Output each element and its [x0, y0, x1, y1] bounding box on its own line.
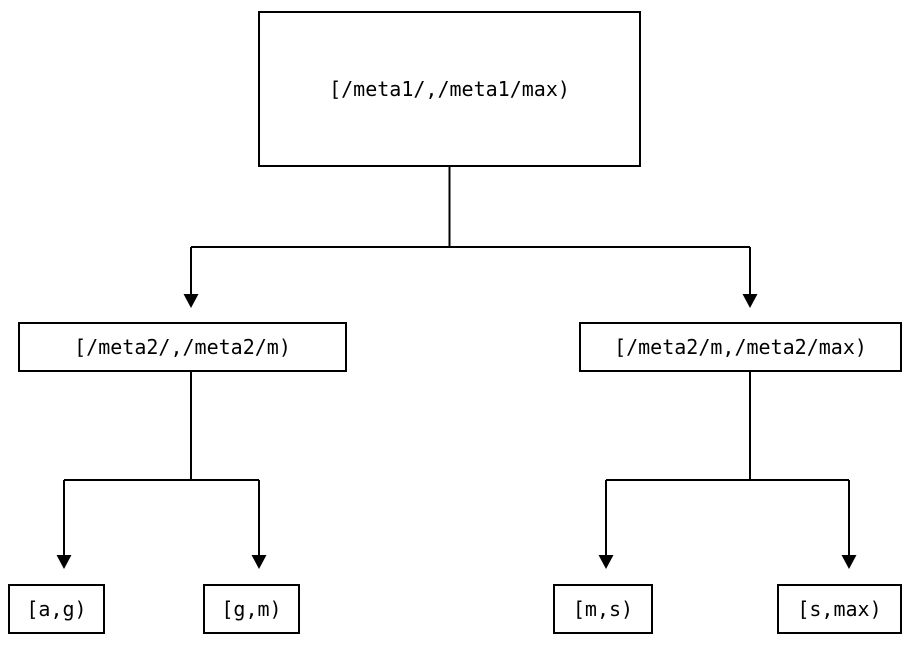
tree-node-mid-right: [/meta2/m,/meta2/max) — [579, 322, 902, 372]
tree-node-leaf-ag-label: [a,g) — [26, 597, 87, 621]
edge-root-to-mid-right — [742, 247, 758, 308]
tree-node-leaf-ms-label: [m,s) — [572, 597, 634, 621]
tree-node-leaf-gm-label: [g,m) — [221, 597, 282, 621]
tree-node-mid-left: [/meta2/,/meta2/m) — [18, 322, 347, 372]
tree-node-leaf-ms: [m,s) — [553, 584, 653, 634]
tree-node-leaf-smax-label: [s,max) — [797, 597, 882, 621]
edge-mid-right-to-leaf-ms — [598, 372, 849, 569]
arrowhead-icon — [251, 555, 267, 569]
arrowhead-icon — [56, 555, 72, 569]
arrowhead-icon — [742, 294, 758, 308]
edge-mid-left-to-leaf-ag — [56, 372, 259, 569]
tree-node-mid-right-label: [/meta2/m,/meta2/max) — [614, 335, 867, 359]
tree-node-mid-left-label: [/meta2/,/meta2/m) — [74, 335, 291, 359]
arrowhead-icon — [841, 555, 857, 569]
tree-node-leaf-ag: [a,g) — [8, 584, 105, 634]
arrowhead-icon — [183, 294, 199, 308]
tree-node-leaf-gm: [g,m) — [203, 584, 300, 634]
edge-root-to-mid-left — [183, 167, 750, 308]
tree-node-root: [/meta1/,/meta1/max) — [258, 11, 641, 167]
edge-mid-right-to-leaf-smax — [841, 480, 857, 569]
tree-node-leaf-smax: [s,max) — [777, 584, 902, 634]
edge-mid-left-to-leaf-gm — [251, 480, 267, 569]
arrowhead-icon — [598, 555, 614, 569]
tree-node-root-label: [/meta1/,/meta1/max) — [329, 77, 570, 101]
